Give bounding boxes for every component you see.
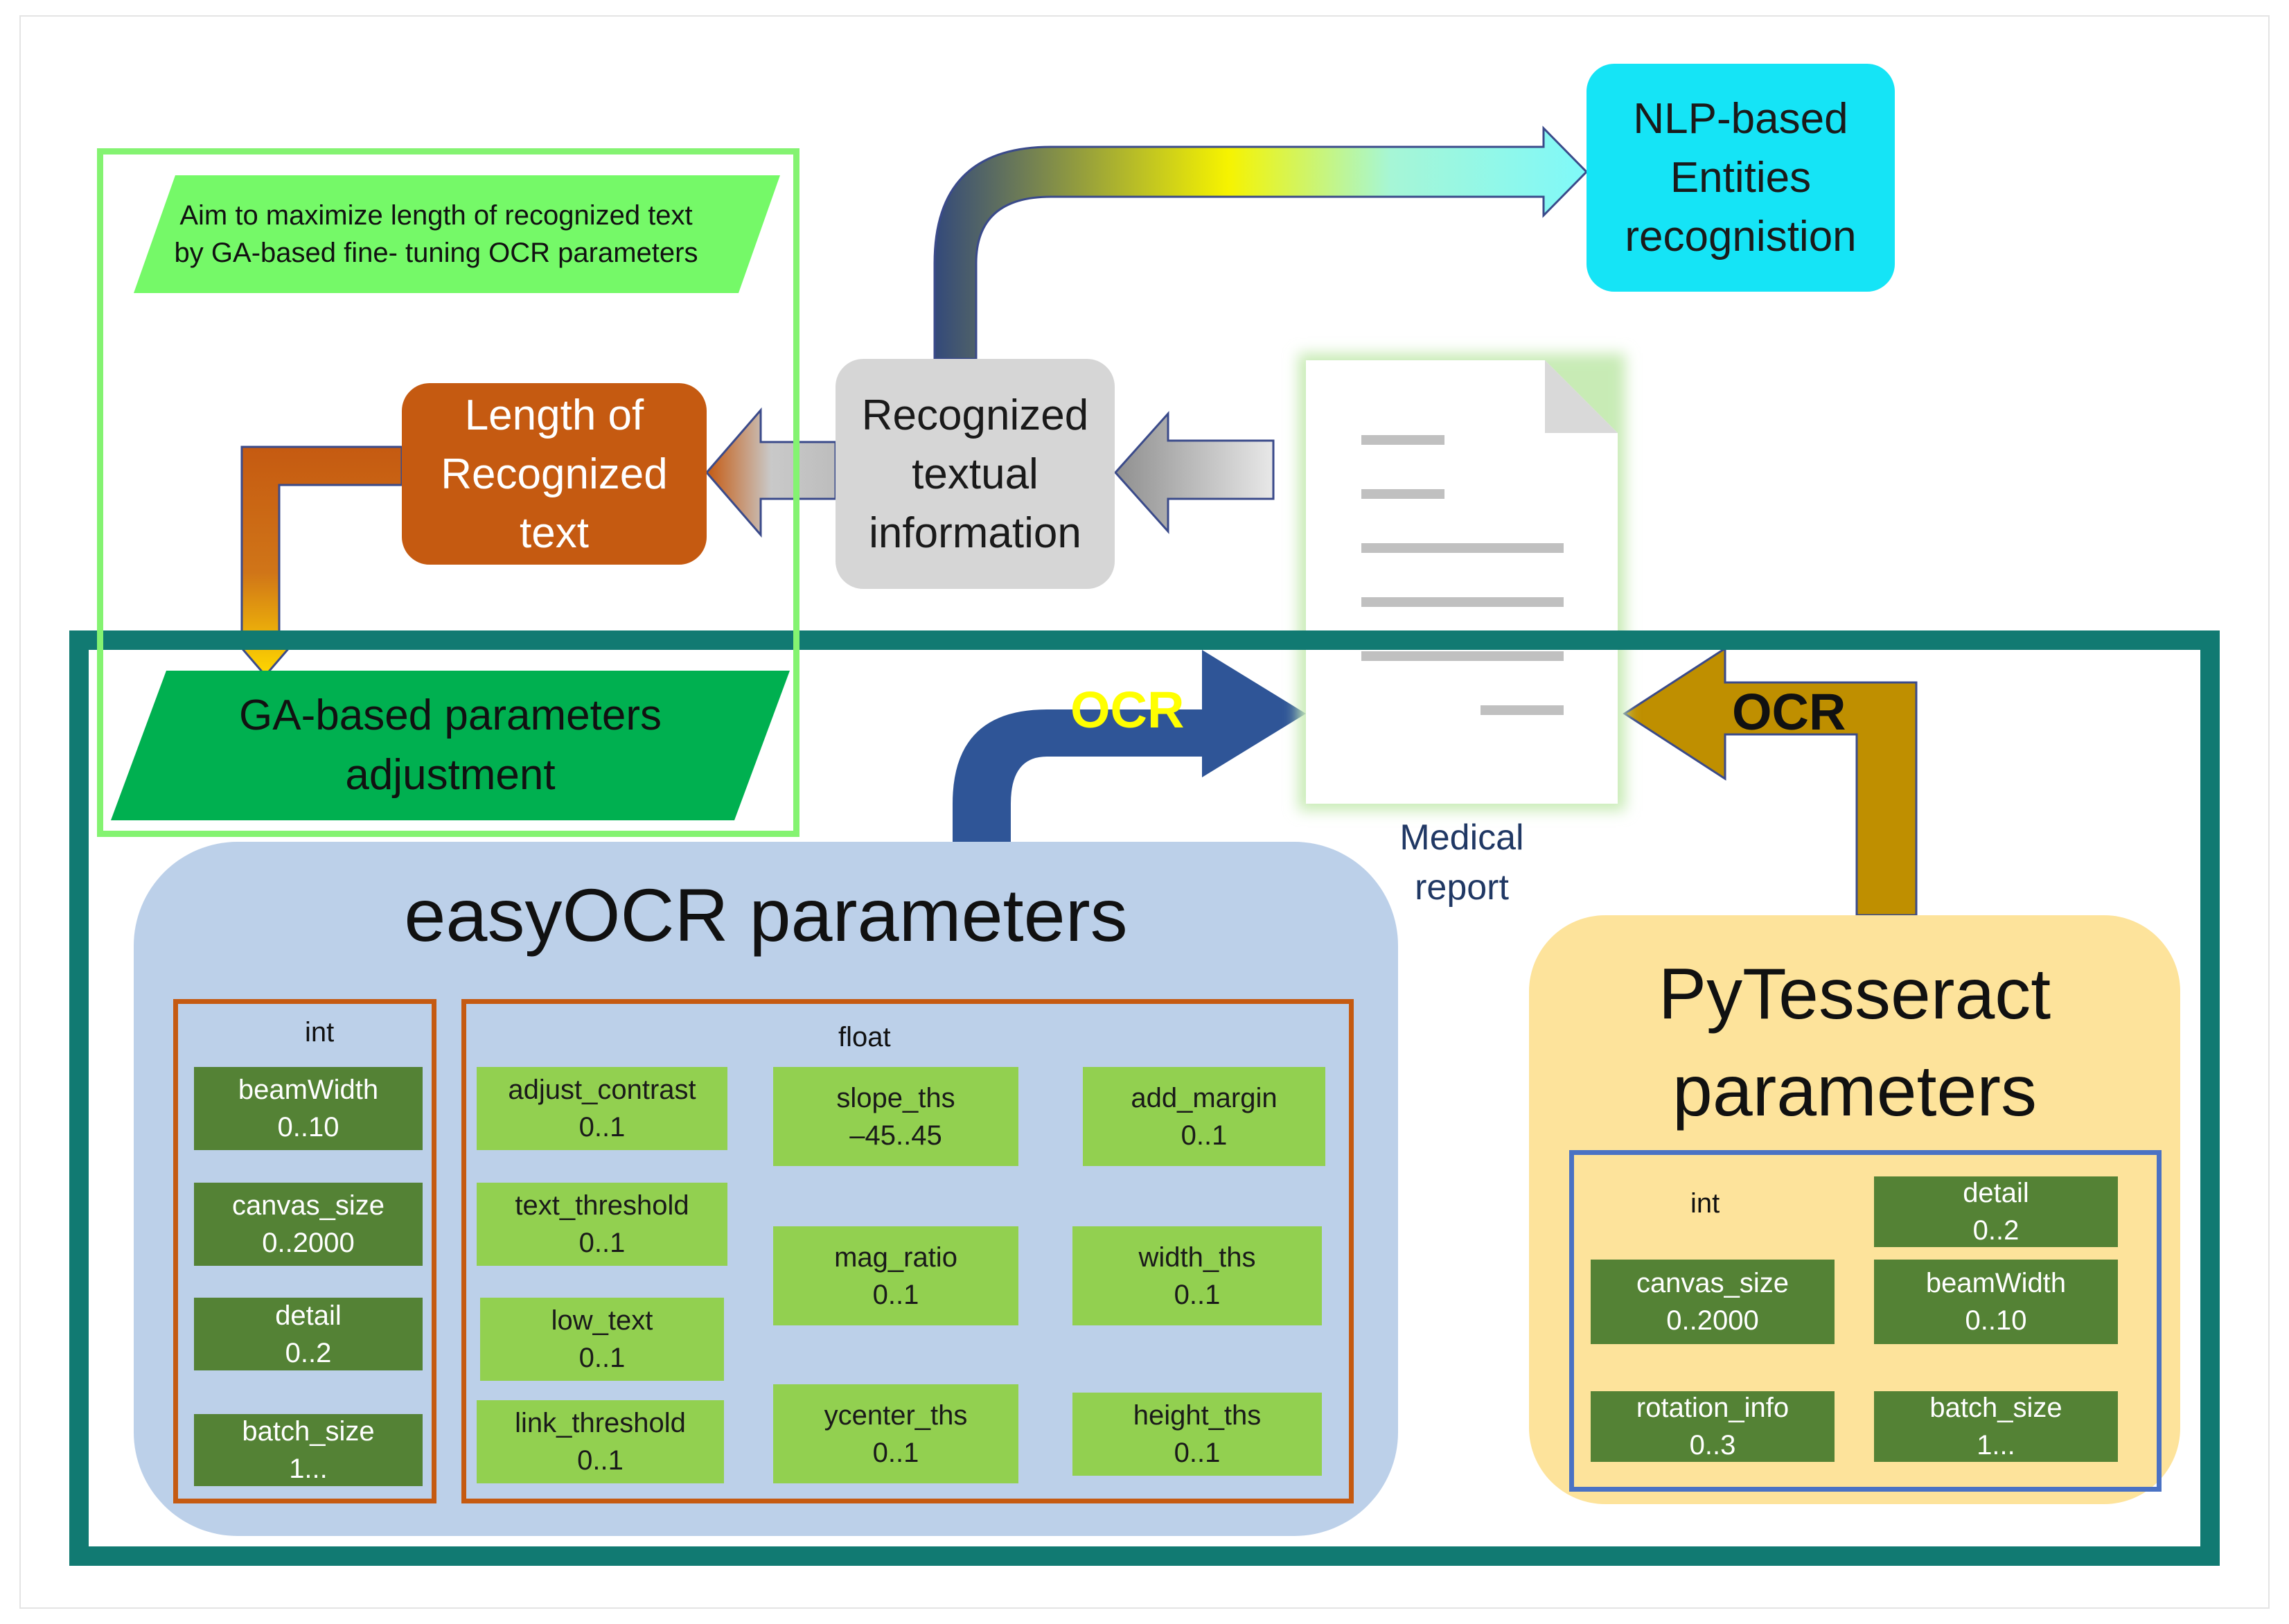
arrow-recognized-to-nlp: [933, 125, 1589, 360]
nlp-box-label: NLP-based Entities recognistion: [1625, 95, 1857, 261]
param-box: detail 0..2: [194, 1298, 423, 1370]
param-box: link_threshold 0..1: [477, 1400, 724, 1483]
ga-params-shape: [111, 671, 790, 820]
param-range: 0..3: [1689, 1430, 1736, 1460]
param-name: beamWidth: [1925, 1268, 2067, 1298]
param-range: –45..45: [849, 1120, 942, 1151]
param-name: height_ths: [1133, 1400, 1262, 1431]
param-name: batch_size: [1929, 1393, 2062, 1423]
param-range: 0..10: [277, 1112, 339, 1142]
param-range: 0..2000: [1666, 1305, 1759, 1336]
param-range: 0..1: [577, 1445, 624, 1476]
param-range: 1...: [1977, 1430, 2015, 1460]
param-box: mag_ratio 0..1: [773, 1226, 1018, 1325]
param-box: canvas_size 0..2000: [194, 1183, 423, 1266]
ga-params-label: GA-based parameters adjustment: [239, 691, 662, 799]
length-box-label: Length of Recognized text: [441, 391, 668, 557]
param-name: add_margin: [1131, 1082, 1278, 1113]
medical-report-text: Medical report: [1399, 818, 1524, 908]
nlp-entities-box: NLP-based Entities recognistion: [1587, 64, 1895, 292]
param-box: detail 0..2: [1874, 1176, 2118, 1247]
param-box: batch_size 1...: [194, 1414, 423, 1486]
param-name: adjust_contrast: [508, 1075, 696, 1105]
param-range: 0..10: [1965, 1305, 2027, 1336]
length-of-recognized-text-box: Length of Recognized text: [402, 383, 707, 565]
param-range: 0..1: [1181, 1120, 1228, 1151]
param-name: slope_ths: [836, 1082, 955, 1113]
param-name: detail: [275, 1300, 342, 1331]
medical-report-icon: [1298, 353, 1625, 811]
param-box: add_margin 0..1: [1083, 1067, 1325, 1166]
ocr-label-pytesseract: OCR: [1732, 683, 1846, 741]
param-range: 0..1: [872, 1437, 919, 1468]
page-border: [19, 15, 2270, 1609]
ocr-arrow-easyocr: [953, 650, 1306, 842]
easyocr-int-group: [173, 999, 436, 1503]
easyocr-float-group: [461, 999, 1354, 1503]
param-box: low_text 0..1: [480, 1298, 724, 1381]
aim-note: Aim to maximize length of recognized tex…: [134, 175, 739, 293]
ocr-system-frame: [69, 630, 2220, 1566]
param-box: width_ths 0..1: [1072, 1226, 1322, 1325]
param-name: width_ths: [1138, 1242, 1256, 1273]
param-range: 0..1: [578, 1228, 626, 1258]
arrow-recognized-to-length: [705, 407, 837, 538]
recognized-box-label: Recognized textual information: [861, 391, 1089, 557]
param-box: adjust_contrast 0..1: [477, 1067, 727, 1150]
easyocr-float-label: float: [838, 1022, 891, 1052]
param-box: beamWidth 0..10: [1874, 1260, 2118, 1344]
param-box: slope_ths –45..45: [773, 1067, 1018, 1166]
pytesseract-title: PyTesseract parameters: [1529, 942, 2180, 1143]
arrow-length-to-ga: [228, 445, 403, 678]
param-box: beamWidth 0..10: [194, 1067, 423, 1150]
param-box: canvas_size 0..2000: [1591, 1260, 1835, 1344]
param-range: 0..2000: [262, 1228, 355, 1258]
param-box: batch_size 1...: [1874, 1391, 2118, 1462]
pytesseract-title-text: PyTesseract parameters: [1658, 954, 2051, 1131]
easyocr-title: easyOCR parameters: [404, 872, 1128, 957]
param-box: rotation_info 0..3: [1591, 1391, 1835, 1462]
arrow-report-to-recognized: [1113, 411, 1275, 534]
param-name: detail: [1963, 1178, 2029, 1208]
param-range: 1...: [289, 1454, 328, 1484]
param-range: 0..1: [1174, 1438, 1221, 1468]
param-name: canvas_size: [231, 1190, 385, 1221]
param-name: low_text: [551, 1305, 653, 1336]
param-name: beamWidth: [238, 1075, 379, 1105]
pytesseract-int-label: int: [1690, 1188, 1720, 1219]
ga-optimization-frame: [97, 148, 799, 837]
pytesseract-int-group: [1569, 1150, 2162, 1492]
ga-parameters-adjustment: GA-based parameters adjustment: [111, 671, 790, 820]
easyocr-int-label: int: [305, 1017, 335, 1048]
param-name: canvas_size: [1636, 1268, 1789, 1298]
param-box: text_threshold 0..1: [477, 1183, 727, 1266]
param-range: 0..2: [285, 1337, 332, 1368]
param-box: height_ths 0..1: [1072, 1393, 1322, 1476]
param-name: text_threshold: [515, 1190, 689, 1221]
param-range: 0..1: [578, 1343, 626, 1373]
param-name: ycenter_ths: [824, 1400, 968, 1431]
aim-note-shape: [134, 175, 780, 293]
param-name: mag_ratio: [834, 1242, 957, 1273]
ocr-label-easyocr: OCR: [1070, 681, 1185, 739]
param-range: 0..1: [1174, 1279, 1221, 1310]
param-name: link_threshold: [515, 1408, 686, 1438]
ocr-arrow-pytesseract: [1623, 646, 1918, 917]
recognized-textual-information-box: Recognized textual information: [836, 359, 1115, 589]
param-range: 0..1: [578, 1112, 626, 1142]
param-box: ycenter_ths 0..1: [773, 1384, 1018, 1483]
param-range: 0..1: [872, 1279, 919, 1310]
param-range: 0..2: [1972, 1215, 2020, 1246]
param-name: rotation_info: [1636, 1393, 1789, 1423]
param-name: batch_size: [242, 1416, 375, 1447]
aim-note-text: Aim to maximize length of recognized tex…: [174, 200, 698, 268]
medical-report-label: Medical report: [1358, 814, 1566, 911]
